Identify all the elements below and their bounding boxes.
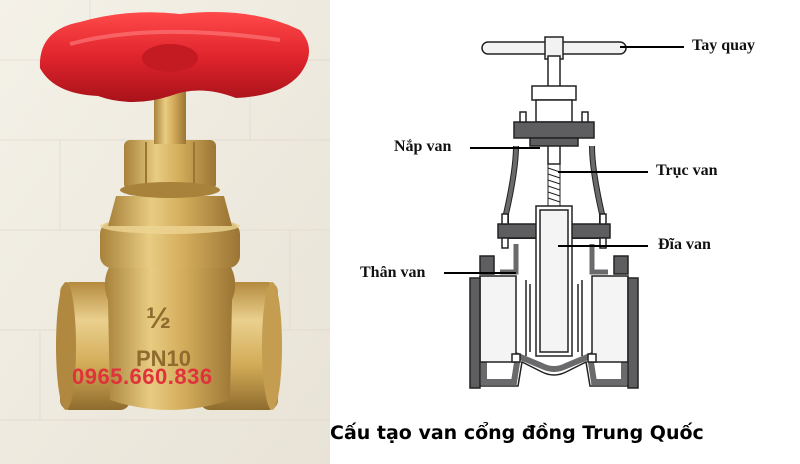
diagram-disc: [535, 205, 573, 357]
diagram-body-shell: [469, 244, 639, 389]
phone-number-overlay: 0965.660.836: [72, 364, 213, 389]
gate-valve-cross-section: [444, 36, 684, 389]
body-mark-rating: PN10: [136, 346, 191, 371]
diagram-yoke: [531, 85, 577, 123]
label-stem: Trục van: [656, 162, 718, 179]
label-disc: Đĩa van: [658, 236, 711, 253]
gate-valve-diagram: Tay quay Nắp van Trục van Đĩa van Thân v…: [330, 0, 800, 420]
diagram-bonnet-flange: [513, 111, 595, 147]
bonnet: [108, 196, 232, 226]
figure-caption: Cấu tạo van cổng đồng Trung Quốc: [330, 422, 704, 444]
label-handwheel: Tay quay: [692, 37, 755, 54]
valve-photo: ½ PN10 0965.660.836: [0, 0, 330, 464]
body-neck-ring: [100, 222, 240, 268]
body-mark-size: ½: [146, 302, 171, 335]
label-bonnet: Nắp van: [394, 138, 452, 155]
diagram-leader-lines: [444, 46, 684, 274]
diagram-handwheel: [481, 36, 627, 60]
valve-body: [104, 262, 236, 410]
label-body: Thân van: [360, 264, 426, 281]
valve-photo-illustration: ½ PN10: [0, 0, 330, 464]
diagram-stem-thread: [547, 163, 561, 209]
